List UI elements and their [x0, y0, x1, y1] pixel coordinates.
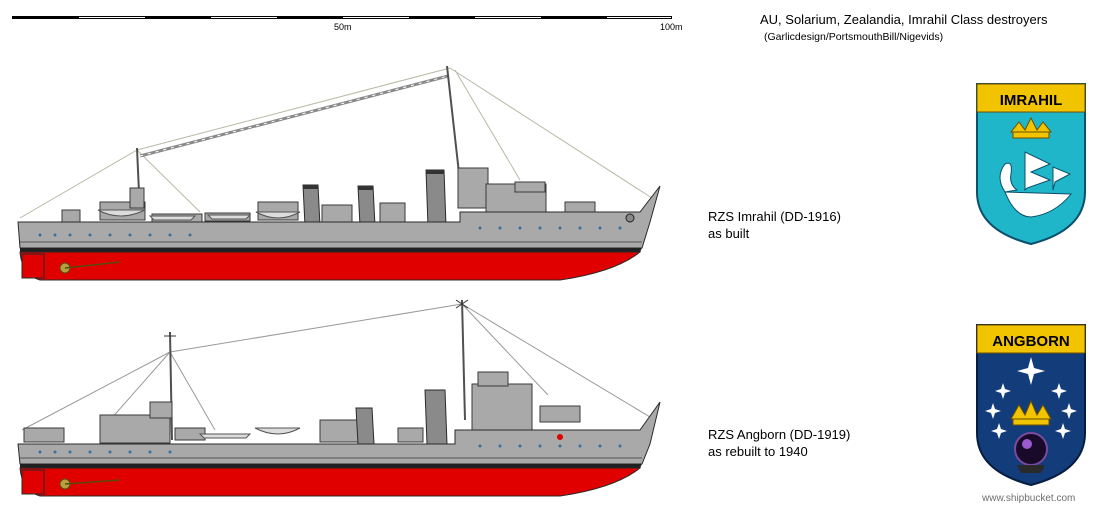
ship-drawing-angborn	[17, 299, 661, 497]
crown-icon	[1010, 399, 1052, 426]
crown-icon	[1009, 116, 1053, 139]
ship-drawing-imrahil	[17, 65, 661, 281]
watermark: www.shipbucket.com	[982, 493, 1076, 504]
credit-line: (Garlicdesign/PortsmouthBill/Nigevids)	[764, 31, 944, 43]
swan-ship-icon	[999, 151, 1073, 218]
ship-status: as built	[708, 226, 750, 241]
scale-label-100m: 100m	[660, 22, 683, 32]
scale-label-50m: 50m	[334, 22, 352, 32]
crest-label-angborn: ANGBORN	[992, 333, 1070, 350]
page-title: AU, Solarium, Zealandia, Imrahil Class d…	[760, 12, 1048, 27]
crest-imrahil: IMRAHIL	[976, 83, 1086, 246]
crest-angborn: ANGBORN	[976, 324, 1086, 487]
crest-label-imrahil: IMRAHIL	[1000, 92, 1063, 109]
ship-status: as rebuilt to 1940	[708, 444, 808, 459]
ship-name-angborn: RZS Angborn (DD-1919) as rebuilt to 1940	[708, 426, 850, 460]
orb-icon	[1014, 432, 1048, 473]
scale-bar	[12, 16, 672, 19]
ship-name-imrahil: RZS Imrahil (DD-1916) as built	[708, 208, 841, 242]
ship-title: RZS Angborn (DD-1919)	[708, 427, 851, 442]
star-icon	[985, 357, 1077, 439]
ship-title: RZS Imrahil (DD-1916)	[708, 209, 841, 224]
